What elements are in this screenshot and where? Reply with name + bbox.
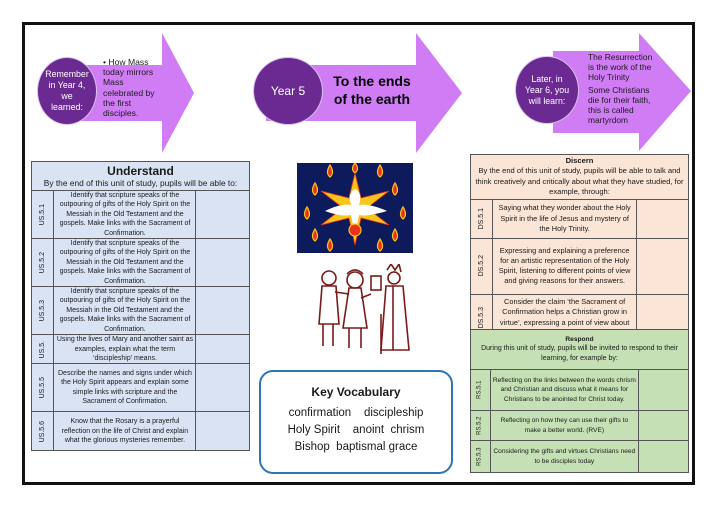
holy-spirit-image [297,162,413,253]
row-text: Describe the names and signs under which… [53,363,197,413]
row-id: RS.5.3 [476,447,483,466]
arrow-shape [553,33,691,151]
table-row: RS.5.2 Reflecting on how they can use th… [470,410,690,441]
unit-title-line: To the ends [333,73,411,89]
row-check-cell[interactable] [637,440,690,473]
discern-table: Discern By the end of this unit of study… [469,154,690,342]
discern-header: Discern By the end of this unit of study… [470,154,689,200]
table-row: RS.5.3 Considering the gifts and virtues… [470,440,690,473]
row-check-cell[interactable] [635,237,690,295]
respond-header: Respond During this unit of study, pupil… [470,329,689,370]
row-check-cell[interactable] [195,238,250,288]
current-year-circle: Year 5 [253,57,323,125]
respond-table: Respond During this unit of study, pupil… [470,329,690,473]
row-text: Expressing and explaining a preference f… [492,237,637,295]
row-id: DS.5.3 [478,306,485,329]
understand-header: Understand By the end of this unit of st… [31,161,250,191]
table-row: US.5.6 Know that the Rosary is a prayerf… [30,411,250,452]
confirmation-illustration [315,262,415,356]
next-learning-text: The Resurrection is the work of the Holy… [588,52,660,125]
unit-title-line: of the earth [333,91,411,107]
circle-line: will learn: [528,95,566,106]
table-row: DS.5.2 Expressing and explaining a prefe… [469,237,690,295]
current-unit-arrow [266,33,462,153]
row-check-cell[interactable] [637,410,690,441]
row-check-cell[interactable] [195,334,250,365]
next-year-circle: Later, in Year 6, you will learn: [515,56,579,124]
table-row: US.5.3 Identify that scripture speaks of… [30,286,250,336]
circle-line: we [61,91,73,101]
circle-line: Remember [45,69,89,79]
table-row: US.5.5 Describe the names and signs unde… [30,363,250,413]
row-text: Saying what they wonder about the Holy S… [492,198,637,239]
row-check-cell[interactable] [195,363,250,413]
row-check-cell[interactable] [195,286,250,336]
arrow-shape [266,33,462,153]
row-check-cell[interactable] [195,411,250,452]
row-id: US.5.3 [39,299,46,322]
row-id: RS.5.2 [476,416,483,435]
table-row: DS.5.1 Saying what they wonder about the… [469,198,690,239]
row-text: Using the lives of Mary and another sain… [53,334,197,365]
understand-table: Understand By the end of this unit of st… [30,161,250,452]
table-row: US.5.2 Identify that scripture speaks of… [30,238,250,288]
next-learning-arrow [553,33,691,153]
row-text: Identify that scripture speaks of the ou… [53,238,197,288]
circle-line: learned: [51,102,83,112]
vocabulary-row: Bishop baptismal grace [294,441,418,453]
previous-learning-arrow [44,33,194,153]
row-text: Know that the Rosary is a prayerful refl… [53,411,197,452]
respond-title: Respond [565,335,594,343]
row-text: Identify that scripture speaks of the ou… [53,189,197,240]
arrow-shape [68,33,194,153]
circle-line: in Year 4, [48,80,86,90]
row-check-cell[interactable] [637,369,690,411]
table-row: US.5.1 Identify that scripture speaks of… [30,189,250,240]
row-id: DS.5.2 [478,255,485,277]
next-learning-item: The Resurrection is the work of the Holy… [588,52,653,82]
understand-subtitle: By the end of this unit of study, pupils… [43,178,238,188]
row-id: US.5.1 [39,203,46,226]
vocabulary-row: Holy Spirit anoint chrism [287,424,425,436]
understand-title: Understand [107,164,174,178]
bishop-confirmation-icon [318,262,410,354]
row-id: US.5.5 [39,377,46,399]
row-id: US.5.2 [39,251,46,274]
circle-line: Year 6, you [524,84,570,95]
row-check-cell[interactable] [635,198,690,239]
row-check-cell[interactable] [195,189,250,240]
previous-learning-text: • How Mass today mirrors Mass celebrated… [103,57,155,119]
row-text: Reflecting on how they can use their gif… [489,410,639,441]
unit-title: To the ends of the earth [327,72,417,108]
respond-subtitle: During this unit of study, pupils will b… [481,345,678,362]
table-row: US.5. Using the lives of Mary and anothe… [30,334,250,365]
page-frame [22,22,695,485]
year-label: Year 5 [270,84,306,98]
dove-flames-icon [297,162,413,253]
row-text: Identify that scripture speaks of the ou… [53,286,197,336]
discern-title: Discern [565,156,594,165]
vocabulary-row: confirmation discipleship [288,407,424,419]
table-row: RS.5.1 Reflecting on the links between t… [470,369,690,411]
circle-line: Later, in [531,73,563,84]
key-vocabulary-box: Key Vocabulary confirmation discipleship… [259,370,453,474]
next-learning-item: Some Christians die for their faith, thi… [588,85,651,125]
row-text: Considering the gifts and virtues Christ… [489,440,639,473]
vocabulary-title: Key Vocabulary [311,385,401,399]
row-id: US.5.6 [39,420,46,443]
row-id: DS.5.1 [478,207,485,230]
row-text: Reflecting on the links between the word… [489,369,639,411]
discern-subtitle: By the end of this unit of study, pupils… [475,166,684,197]
row-id: RS.5.1 [476,380,483,400]
previous-year-circle: Remember in Year 4, we learned: [37,57,97,125]
row-id: US.5. [39,340,46,358]
